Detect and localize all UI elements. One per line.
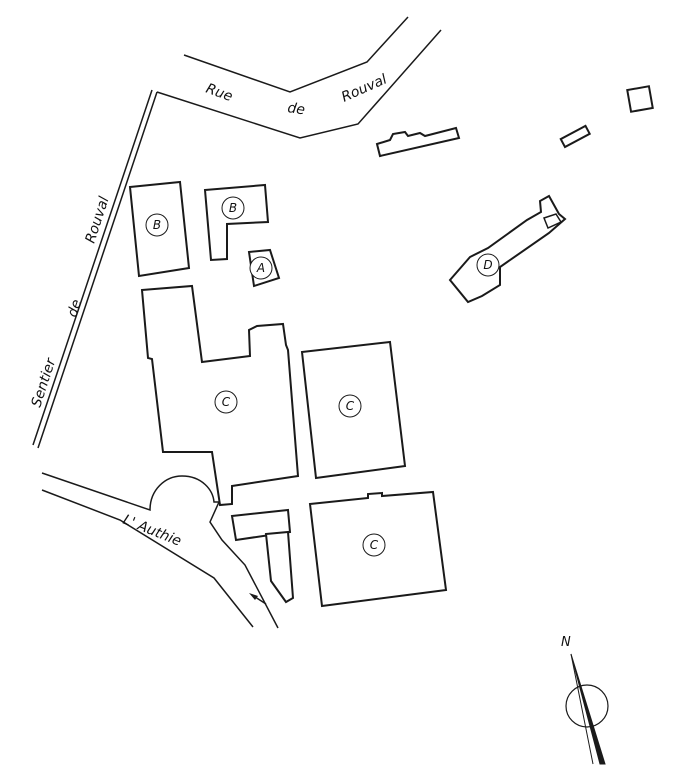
building-small-square [626,85,654,113]
rue-label-word2: de [286,100,306,118]
river-north-bank [41,472,279,629]
building-b-east [203,183,270,262]
svg-text:C: C [370,538,379,552]
label-b-west: B [145,213,169,237]
label-a: A [249,256,273,280]
rue-label-word1: Rue [204,81,235,105]
building-annex-near-river [230,508,295,604]
building-d [448,194,567,304]
label-b-east: B [221,196,245,220]
building-long-north [375,126,461,158]
label-c-south: C [362,533,386,557]
north-label: N [561,635,571,650]
sentier-label-word2: de [65,298,86,320]
label-d: D [476,253,500,277]
svg-text:A: A [256,261,265,275]
svg-text:C: C [346,399,355,413]
svg-text:B: B [229,201,237,215]
building-small-strip [559,124,592,149]
sentier-east-line [37,91,158,449]
rue-de-rouval-south-edge [156,29,442,139]
north-needle [570,653,606,765]
label-c-middle: C [338,394,362,418]
river-flow-arrowhead [249,593,258,600]
label-c-west: C [214,390,238,414]
rue-label-word3: Rouval [339,72,389,106]
river-south-bank [41,489,254,628]
rue-de-rouval-north-edge [183,16,409,93]
sentier-de-rouval-path [32,89,158,449]
svg-text:B: B [153,218,161,232]
sentier-west-line [32,89,153,446]
svg-text:D: D [483,258,492,272]
river-label: L' Authie [121,512,184,550]
river-authie [41,472,279,629]
north-arrow: N [561,635,609,765]
sentier-label-word1: Sentier [29,355,60,409]
rue-de-rouval-road [156,16,442,139]
svg-text:C: C [222,395,231,409]
